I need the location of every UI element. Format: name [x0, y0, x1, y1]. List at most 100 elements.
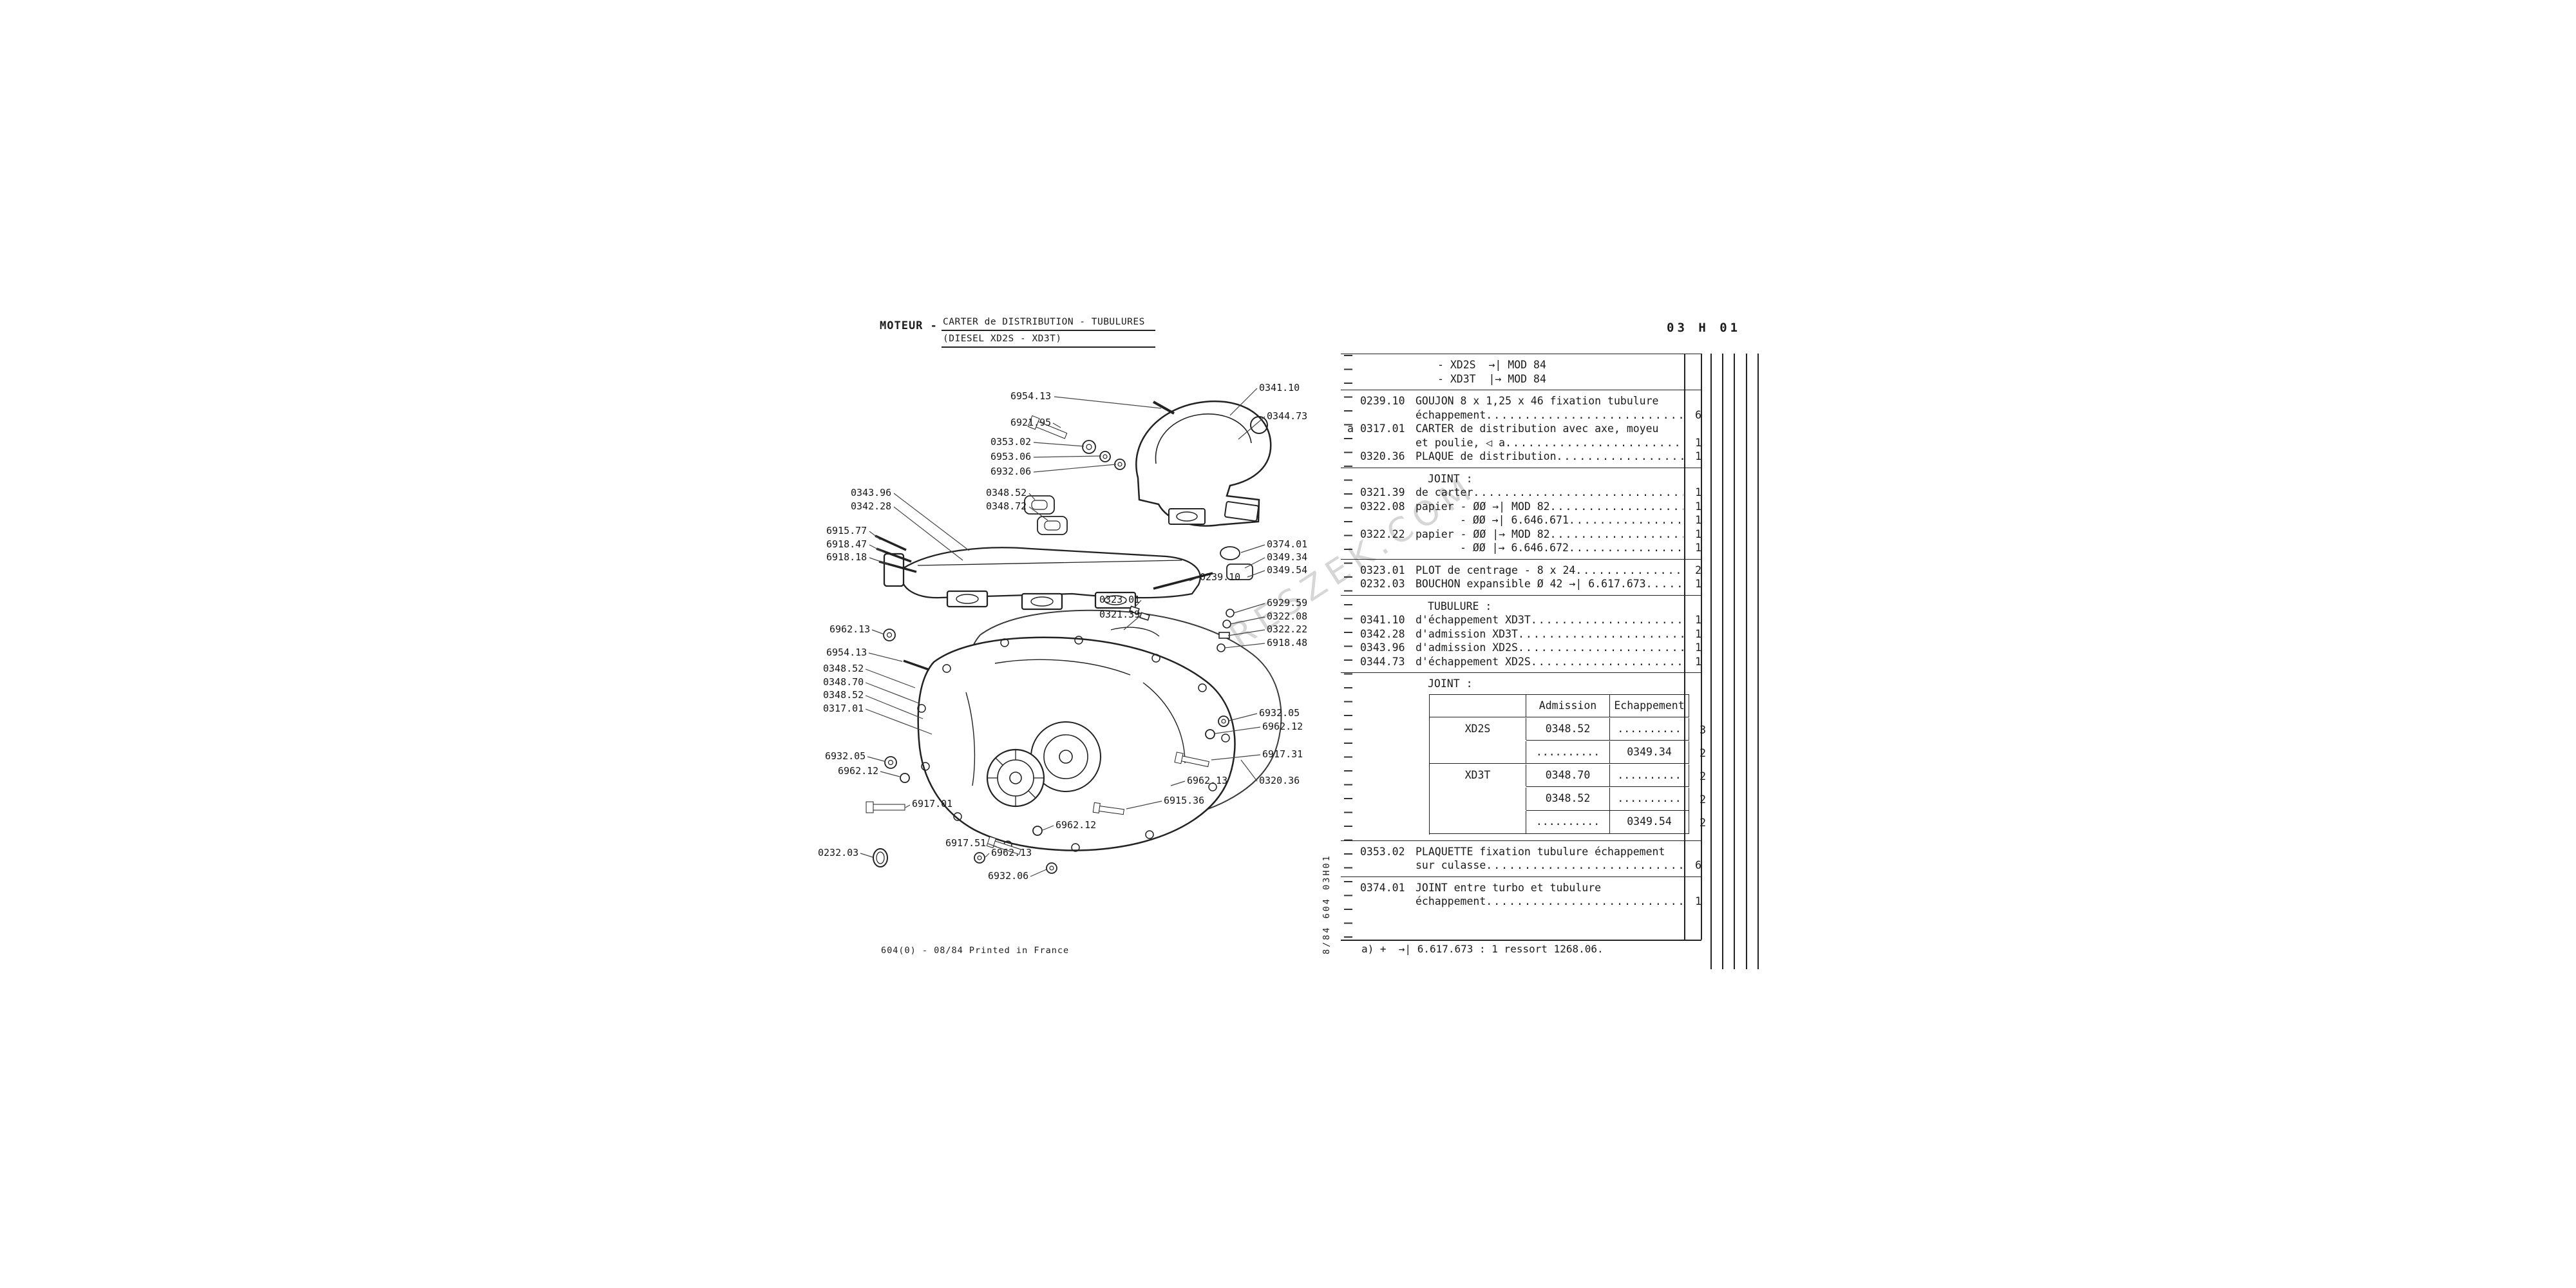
- port-gaskets: [1024, 495, 1068, 535]
- part-callout-label: 0348.52: [823, 663, 864, 674]
- part-callout-label: 6932.06: [990, 466, 1031, 477]
- quantity-column-separator: [1684, 354, 1685, 940]
- part-quantity: [1665, 845, 1681, 859]
- joint-model: XD2S: [1430, 717, 1526, 741]
- part-callout-label: 0353.02: [990, 436, 1031, 448]
- joint-quantity: 3: [1700, 723, 1706, 736]
- bolt-6917-51: [986, 836, 1021, 855]
- page-title: CARTER de DISTRIBUTION - TUBULURES: [943, 317, 1145, 327]
- part-number: 0317.01: [1360, 422, 1405, 435]
- callout-leader-line: [987, 843, 998, 848]
- dotted-leader: [1646, 577, 1683, 591]
- dotted-leader: [1569, 513, 1683, 527]
- callout-leader-line: [1033, 455, 1102, 458]
- part-description: - XD3T |→ MOD 84: [1437, 372, 1546, 385]
- callout-leader-line: [865, 668, 916, 688]
- part-description: - XD2S →| MOD 84: [1437, 359, 1546, 371]
- callout-leader-line: [1030, 869, 1047, 877]
- part-callout-label: 6962.13: [1187, 775, 1227, 786]
- pump-housing: [986, 748, 1045, 808]
- section-heading: TUBULURE :: [1428, 600, 1492, 612]
- parts-row: 0343.96d'admission XD2S1: [1360, 641, 1701, 655]
- part-quantity: 1: [1695, 578, 1701, 590]
- part-number: 0344.73: [1360, 655, 1405, 668]
- part-number: 0322.22: [1360, 527, 1405, 540]
- part-description: échappement: [1416, 408, 1486, 421]
- part-callout-label: 0320.36: [1259, 775, 1300, 786]
- joint-model: XD3T: [1430, 764, 1526, 787]
- part-description: sur culasse: [1416, 859, 1486, 871]
- part-number: [1360, 513, 1416, 527]
- callout-leader-line: [1211, 754, 1261, 761]
- part-callout-label: 6917.51: [945, 837, 986, 849]
- part-callout-label: 0341.10: [1259, 382, 1300, 393]
- joint-quantity: 2: [1700, 770, 1706, 782]
- part-callout-label: 0322.22: [1267, 623, 1307, 635]
- grid-rail-line: [1710, 354, 1712, 969]
- header-section-label: MOTEUR -: [880, 319, 938, 332]
- part-callout-label: 6962.13: [829, 623, 870, 635]
- intake-manifold: [883, 547, 1201, 611]
- part-description: CARTER de distribution avec axe, moyeu: [1416, 422, 1659, 435]
- part-callout-label: 0321.39: [1099, 609, 1140, 620]
- part-quantity: 1: [1695, 514, 1701, 526]
- callout-leader-line: [869, 557, 889, 565]
- stud-6954-top: [1153, 401, 1175, 415]
- joint-quantity: 2: [1700, 793, 1706, 806]
- part-description: - ØØ →| 6.646.671: [1460, 514, 1569, 526]
- grid-rail-line: [1757, 354, 1759, 969]
- parts-row: - ØØ →| 6.646.671 1: [1360, 513, 1701, 527]
- timing-cover-details: [917, 627, 1230, 852]
- callout-leader-line: [869, 544, 885, 553]
- part-callout-label: 0349.54: [1267, 564, 1307, 576]
- header-rule-bottom: [942, 346, 1155, 348]
- callout-leader-line: [865, 695, 923, 719]
- part-callout-label: 0342.28: [851, 500, 891, 512]
- callout-leader-line: [868, 652, 903, 662]
- footnote: a) + →| 6.617.673 : 1 ressort 1268.06.: [1361, 943, 1604, 955]
- part-callout-label: 6954.13: [1010, 390, 1051, 402]
- part-description: BOUCHON expansible Ø 42 →| 6.617.673: [1416, 578, 1646, 590]
- part-quantity: 1: [1695, 527, 1701, 540]
- callout-leader-line: [1123, 614, 1142, 630]
- part-callout-label: 0343.96: [851, 487, 891, 498]
- part-quantity: [1659, 422, 1676, 436]
- joint-model: [1430, 811, 1526, 834]
- part-quantity: 1: [1695, 542, 1701, 554]
- dotted-leader: [1486, 858, 1683, 873]
- part-description: - ØØ |→ 6.646.672: [1460, 542, 1569, 554]
- washers-left: [883, 629, 930, 783]
- part-number: [1360, 895, 1416, 909]
- part-callout-label: 0348.70: [823, 676, 864, 688]
- part-description: JOINT entre turbo et tubulure: [1416, 881, 1602, 894]
- hardware-parts: [866, 401, 1253, 874]
- section-heading: JOINT :: [1428, 677, 1473, 690]
- callout-leader-line: [871, 629, 885, 635]
- joint-admission: ..........: [1526, 741, 1610, 764]
- part-callout-label: 6932.06: [988, 870, 1028, 882]
- dotted-leader: [1518, 641, 1683, 655]
- part-description: GOUJON 8 x 1,25 x 46 fixation tubulure: [1416, 395, 1659, 407]
- part-callout-label: 6915.36: [1164, 795, 1204, 806]
- part-callout-label: 0322.08: [1267, 611, 1307, 622]
- part-quantity: 1: [1695, 614, 1701, 626]
- callout-leader-line: [1189, 577, 1198, 582]
- part-callout-label: 0348.72: [986, 500, 1027, 512]
- part-description: et poulie, ◁ a: [1416, 436, 1506, 449]
- joint-col-echappement: Echappement: [1610, 694, 1689, 717]
- joint-qty-spacer: [1689, 696, 1706, 719]
- joint-echappement: 0349.34: [1610, 741, 1689, 764]
- joint-quantity: 2: [1700, 746, 1706, 759]
- joint-echappement: ..........: [1610, 717, 1689, 741]
- callout-leader-line: [1133, 600, 1142, 609]
- part-number: 0353.02: [1360, 845, 1405, 858]
